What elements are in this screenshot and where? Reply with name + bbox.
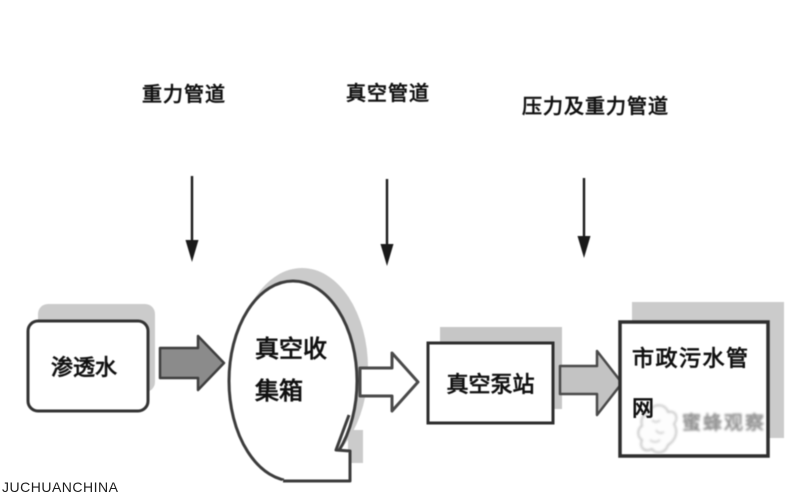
watermark-text: 蜜蜂观察 (682, 412, 767, 434)
flow-arrow-dark (158, 334, 226, 392)
label-vacuum-pipe: 真空管道 (346, 81, 430, 105)
collector-foot-outline (283, 414, 352, 483)
flow-arrow-white (358, 351, 420, 413)
brand-text: JUCHUANCHINA (2, 479, 119, 495)
label-gravity-pipe: 重力管道 (142, 82, 226, 106)
collector-node-label: 真空收 集箱 (255, 328, 327, 412)
flow-arrow-light (558, 349, 624, 417)
seepage-node-label: 渗透水 (50, 356, 117, 381)
collector-foot-fill (281, 414, 351, 482)
pump-station-node-label: 真空泵站 (446, 373, 535, 398)
collector-label-line2: 集箱 (255, 377, 303, 405)
pressure-pipe-arrow-icon (577, 178, 591, 258)
municipal-node-label-line2: 网 (632, 397, 655, 422)
gravity-pipe-arrow-icon (185, 176, 199, 262)
seepage-box (26, 319, 150, 413)
label-pressure-gravity-pipe: 压力及重力管道 (522, 94, 669, 118)
vacuum-pipe-arrow-icon (380, 179, 394, 266)
pump-box (426, 341, 555, 425)
watermark-mascot-icon (637, 404, 678, 454)
collector-foot-shadow (348, 430, 363, 463)
collector-label-line1: 真空收 (255, 335, 327, 363)
municipal-node-label-line1: 市政污水管 (632, 347, 750, 372)
